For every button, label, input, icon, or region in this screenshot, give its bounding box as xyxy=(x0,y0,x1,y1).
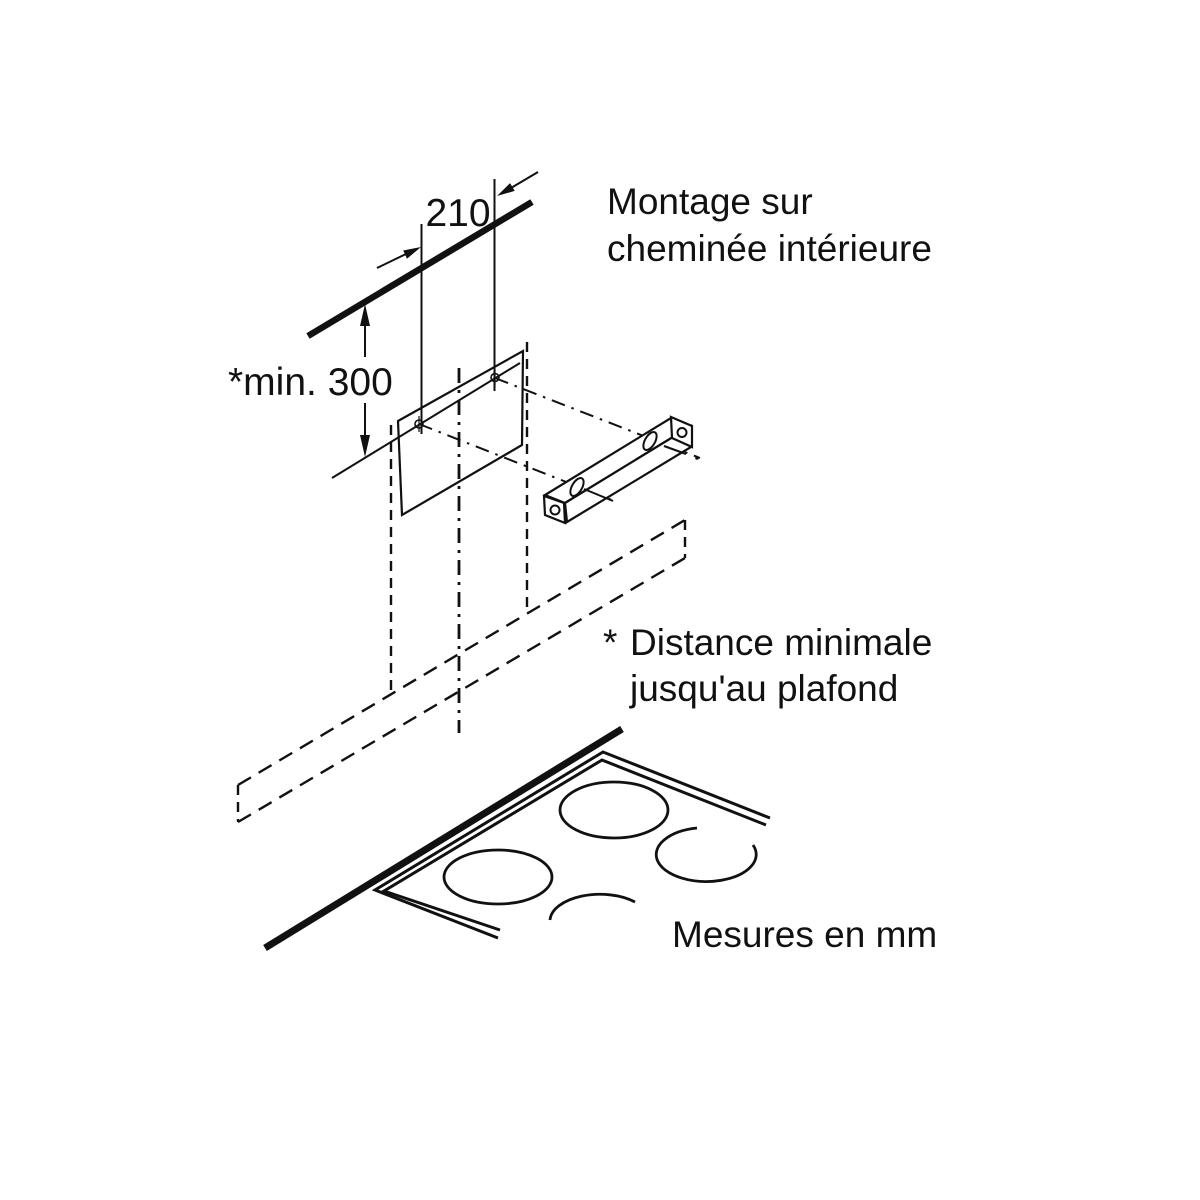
bracket-slot-right xyxy=(642,430,658,452)
footnote-line2: jusqu'au plafond xyxy=(629,668,898,709)
title-line1: Montage sur xyxy=(607,181,813,222)
axis-left-tail-dash xyxy=(583,488,614,502)
dimension-arrow-right-shaft xyxy=(510,171,539,189)
footnote-marker: * xyxy=(603,622,617,663)
burner-top xyxy=(558,780,670,840)
wall-mounting-plate xyxy=(331,349,525,517)
footnote-line1: Distance minimale xyxy=(630,622,932,663)
cooktop-back-edge-line xyxy=(263,726,624,951)
units-note-label: Mesures en mm xyxy=(672,914,937,955)
cooktop-rim-inner xyxy=(380,758,767,932)
dimension-arrow-right xyxy=(497,171,539,196)
canopy-hidden-outline xyxy=(236,518,687,824)
cooktop-rim-outer xyxy=(371,750,771,940)
text-labels: Montage sur cheminée intérieure * Distan… xyxy=(603,181,937,955)
min-distance-dimension: *min. 300 xyxy=(228,304,393,457)
screw-axis-reference-line xyxy=(331,362,521,479)
min-distance-arrowhead-bottom xyxy=(360,435,370,457)
axis-right-tail-dot xyxy=(695,456,699,460)
dimension-210: 210 xyxy=(376,171,539,434)
bracket-left-flange xyxy=(542,494,567,525)
screw-alignment-axis-left xyxy=(418,423,613,501)
burner-bottom-partial xyxy=(548,892,636,921)
cooktop xyxy=(263,726,771,951)
screw-alignment-axis-tails xyxy=(583,445,699,502)
title-line2: cheminée intérieure xyxy=(607,228,932,269)
chimney-hidden-edges xyxy=(389,342,529,692)
bracket-right-flange-hole xyxy=(676,427,688,438)
dimension-arrow-left xyxy=(376,247,421,269)
bracket-left-flange-hole xyxy=(549,504,561,516)
min-distance-arrowhead-top xyxy=(360,304,370,326)
min-distance-label: *min. 300 xyxy=(228,361,393,404)
mounting-bracket xyxy=(542,415,694,525)
burner-right-partial xyxy=(654,826,758,883)
dimension-210-label: 210 xyxy=(425,192,490,235)
axis-right-tail-dash xyxy=(663,445,687,455)
canopy-top-edge xyxy=(237,518,686,787)
bracket-slot-left xyxy=(569,476,585,498)
dimension-arrow-left-head xyxy=(403,247,421,259)
burner-left xyxy=(442,848,554,906)
dimension-arrow-right-head xyxy=(497,183,515,196)
wall-plate-outline xyxy=(396,349,525,517)
bracket-right-flange xyxy=(669,415,694,449)
dimension-arrow-left-shaft xyxy=(376,253,407,269)
ceiling-line xyxy=(306,199,534,339)
canopy-bottom-edge xyxy=(237,556,686,824)
